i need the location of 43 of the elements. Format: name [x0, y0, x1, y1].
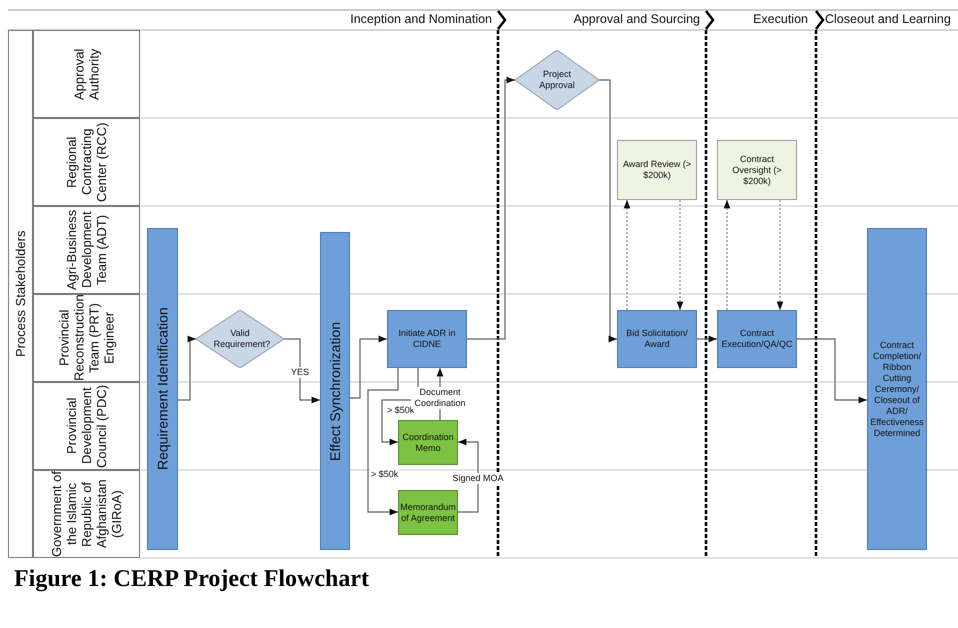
arrow — [381, 368, 419, 446]
phase-header: Closeout and Learning — [825, 12, 951, 26]
process-box: Initiate ADR in CIDNE — [387, 310, 467, 368]
phase-header: Execution — [753, 12, 808, 26]
process-box: Coordination Memo — [398, 420, 458, 465]
dashed-arrow — [776, 200, 784, 310]
figure-caption: Figure 1: CERP Project Flowchart — [14, 566, 370, 593]
arrow — [599, 79, 617, 342]
lane-header: Provincial Reconstruction Team (PRT) Engineer — [33, 294, 140, 382]
review-box: Contract Oversight (> $200k) — [717, 140, 797, 200]
arrow — [350, 336, 387, 399]
phase-header: Approval and Sourcing — [574, 12, 700, 26]
lane-header: Agri-Business Development Team (ADT) — [33, 206, 140, 294]
arrow — [436, 368, 444, 420]
process-bar: Effect Synchronization — [320, 232, 350, 550]
arrow — [697, 336, 717, 342]
phase-header: Inception and Nomination — [350, 12, 492, 26]
process-bar: Requirement Identification — [147, 228, 178, 550]
arrow — [178, 336, 196, 401]
lane-header: Regional Contracting Center (RCC) — [33, 118, 140, 206]
review-box: Award Review (> $200k) — [617, 140, 697, 200]
dashed-arrow — [676, 200, 684, 310]
process-box: Contract Execution/QA/QC — [717, 310, 797, 368]
decision-diamond: Project Approval — [515, 50, 599, 110]
edge-label: Signed MOA — [452, 472, 505, 484]
process-box: Bid Solicitation/ Award — [617, 310, 697, 368]
lane-header: Government of the Islamic Republic of Afghanistan (GIRoA) — [33, 470, 140, 558]
process-bar: Contract Completion/ Ribbon Cutting Ceremony/ Closeout of ADR/ Effectiveness Determined — [867, 228, 927, 550]
lane-header: Approval Authority — [33, 30, 140, 118]
arrow — [367, 368, 399, 516]
lane-header: Provincial Development Council (PDC) — [33, 382, 140, 470]
dashed-arrow — [624, 200, 630, 310]
edge-label: > $50k — [386, 404, 416, 416]
process-box: Memorandum of Agreement — [398, 490, 458, 535]
pool-header: Process Stakeholders — [8, 30, 33, 558]
arrow — [284, 338, 320, 404]
edge-label: YES — [290, 366, 310, 378]
arrow — [797, 338, 867, 404]
decision-diamond: Valid Requirement? — [196, 310, 284, 368]
dashed-arrow — [724, 200, 730, 310]
edge-label: > $50k — [370, 468, 400, 480]
arrow — [467, 76, 515, 340]
arrow — [458, 438, 479, 513]
